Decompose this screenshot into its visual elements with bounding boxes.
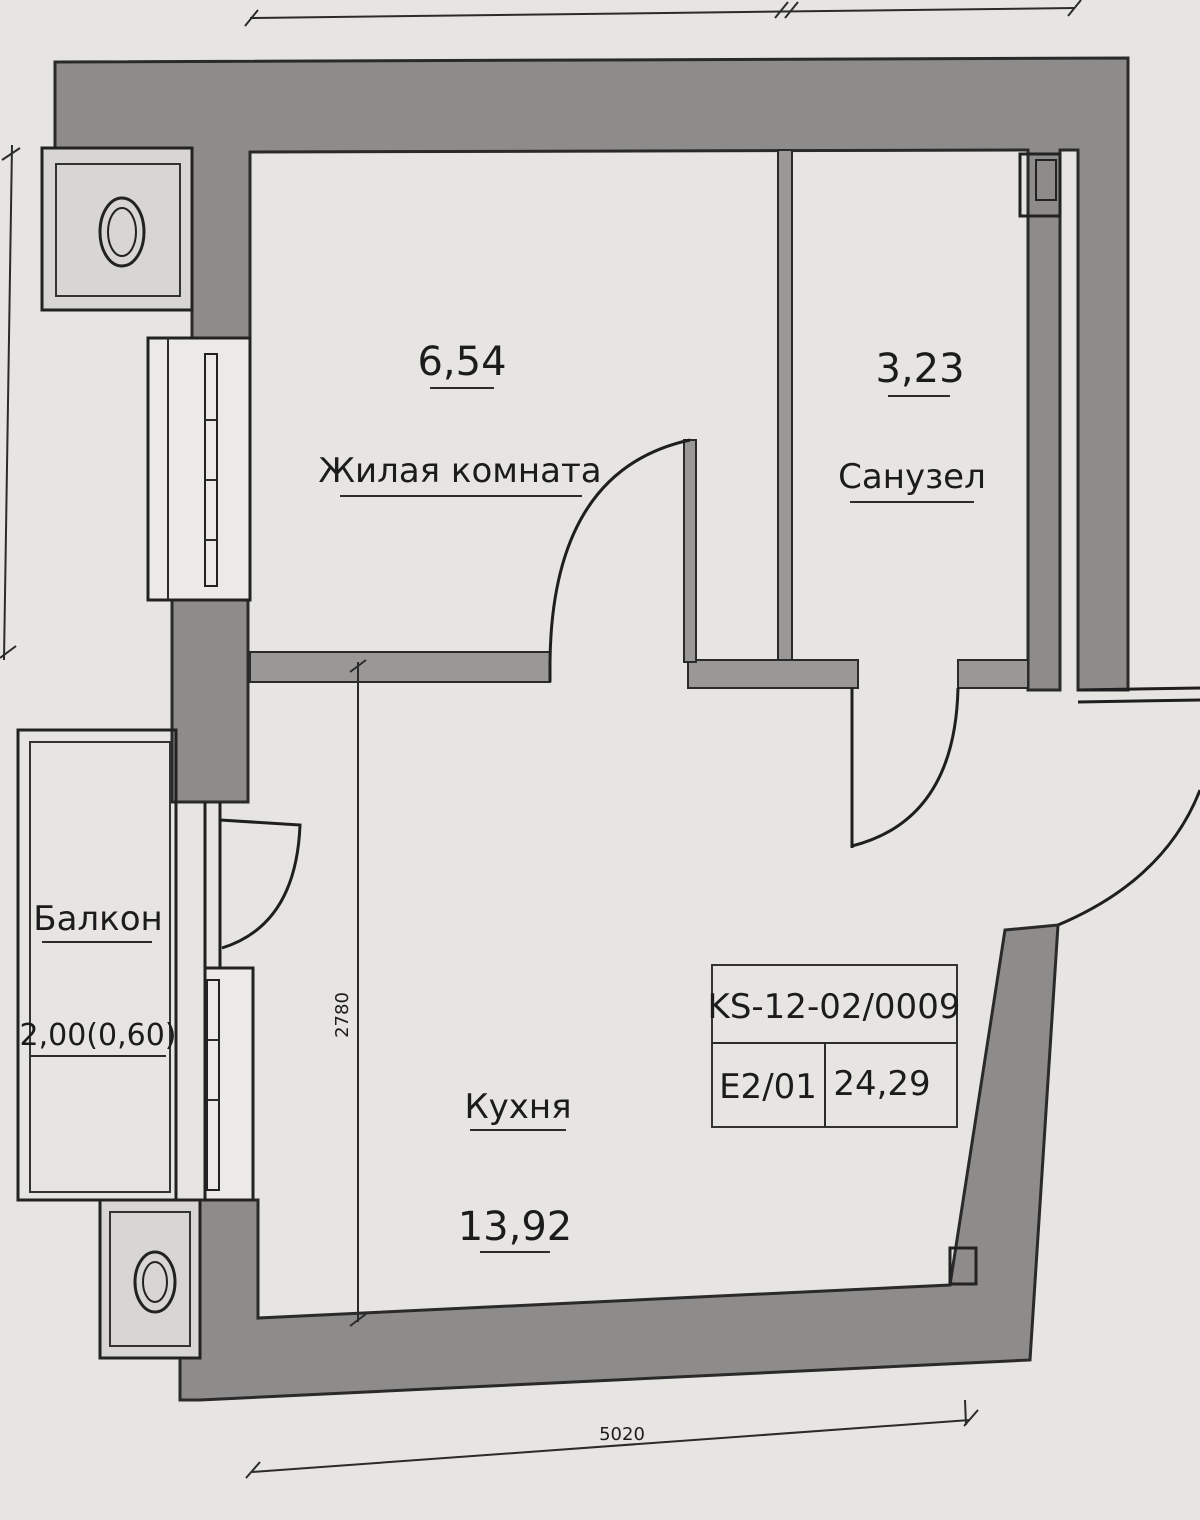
dimension-vertical: 2780 [332, 992, 353, 1038]
vent-shaft-top [40, 146, 194, 312]
vent-shaft-bottom [98, 1198, 202, 1360]
pier-wall [170, 596, 250, 804]
kitchen-duct [948, 1246, 978, 1286]
balcony-area: 2,00(0,60) [19, 1018, 176, 1053]
entrance-door [1057, 686, 1200, 927]
living-window [146, 336, 252, 602]
bathroom-duct [1018, 152, 1062, 218]
kitchen-name: Кухня [464, 1087, 571, 1127]
balcony-name: Балкон [33, 899, 162, 939]
kitchen-dimension-line [349, 659, 367, 1327]
stamp-unit: E2/01 [719, 1067, 817, 1107]
stamp-box [711, 964, 958, 1128]
balcony [16, 728, 178, 1202]
bathroom-area: 3,23 [875, 346, 964, 392]
living-room-area: 6,54 [417, 339, 506, 385]
dimension-bottom: 5020 [599, 1424, 645, 1445]
kitchen-area: 13,92 [458, 1204, 573, 1250]
living-room-name: Жилая комната [318, 451, 601, 491]
top-dimension-line [244, 0, 1082, 27]
stamp-total-area: 24,29 [833, 1064, 930, 1104]
left-dimension-line [0, 144, 21, 661]
bathroom-door [850, 687, 960, 848]
bottom-dimension-line [245, 1399, 979, 1479]
balcony-door-window [203, 802, 302, 1202]
interior-partitions [249, 149, 1029, 689]
living-door [548, 438, 691, 682]
bathroom-name: Санузел [838, 457, 986, 497]
stamp-code: KS-12-02/0009 [708, 987, 961, 1027]
